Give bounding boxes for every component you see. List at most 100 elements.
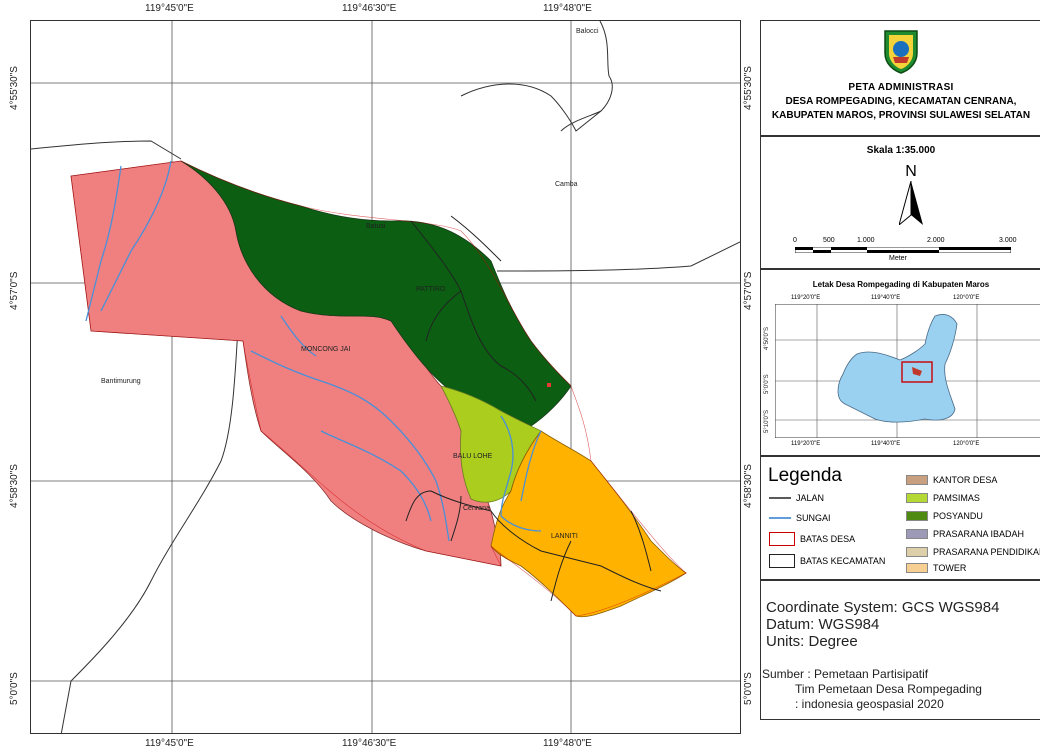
source-line-3: : indonesia geospasial 2020 (795, 697, 944, 711)
inset-title: Letak Desa Rompegading di Kabupaten Maro… (812, 280, 990, 289)
legend-panel: Legenda JALAN SUNGAI BATAS DESA BATAS KE… (760, 456, 1040, 580)
legend-kantor-desa-label: KANTOR DESA (933, 475, 998, 485)
swatch-prasarana-pendidikan (906, 547, 928, 557)
legend-jalan-label: JALAN (796, 493, 825, 503)
swatch-posyandu (906, 511, 928, 521)
inset-village-locator[interactable] (901, 361, 933, 383)
coordinate-system: Coordinate System: GCS WGS984 (766, 599, 1000, 616)
label-pattiro: PATTIRO (416, 286, 446, 293)
scale-tick-2000: 2.000 (927, 237, 945, 244)
right-tick-2: 4°57'0"S (743, 271, 754, 310)
inset-left-tick-3: 5°10'0"S (764, 409, 770, 433)
legend-batas-kecamatan: BATAS KECAMATAN (769, 554, 885, 568)
left-tick-4: 5°0'0"S (9, 672, 20, 705)
inset-bottom-tick-3: 120°0'0"E (953, 441, 980, 447)
right-tick-1: 4°55'30"S (743, 66, 754, 110)
inset-top-tick-1: 119°20'0"E (791, 295, 821, 301)
swatch-pamsimas (906, 493, 928, 503)
inset-maros-regency[interactable] (837, 314, 958, 423)
label-bantimurung: Bantimurung (101, 378, 141, 385)
label-camba: Camba (555, 181, 578, 188)
source-line-2: Tim Pemetaan Desa Rompegading (795, 682, 982, 696)
inset-bottom-tick-1: 119°20'0"E (791, 441, 821, 447)
scale-tick-0: 0 (793, 237, 797, 244)
bottom-tick-1: 119°45'0"E (145, 738, 194, 749)
legend-prasarana-ibadah-label: PRASARANA IBADAH (933, 529, 1025, 539)
legend-tower-label: TOWER (933, 563, 967, 573)
title-line-3: KABUPATEN MAROS, PROVINSI SULAWESI SELAT… (771, 110, 1031, 121)
village-pattiro[interactable] (180, 160, 572, 427)
right-tick-4: 5°0'0"S (743, 672, 754, 705)
road-line-icon (769, 497, 791, 499)
map-frame: Balocci Camba Bantimurung MONCONG JAI PA… (30, 20, 741, 734)
legend-batas-desa: BATAS DESA (769, 532, 855, 546)
source-line-1: Sumber : Pemetaan Partisipatif (762, 667, 929, 681)
left-tick-3: 4°58'30"S (9, 464, 20, 508)
top-tick-1: 119°45'0"E (145, 3, 194, 14)
bottom-tick-3: 119°48'0"E (543, 738, 592, 749)
legend-tower: TOWER (906, 563, 966, 573)
roads (405, 215, 662, 602)
title-panel: PETA ADMINISTRASI DESA ROMPEGADING, KECA… (760, 20, 1040, 136)
maros-emblem-logo (884, 30, 918, 74)
legend-pamsimas-label: PAMSIMAS (933, 493, 980, 503)
label-moncong-jai: MONCONG JAI (301, 346, 350, 353)
top-tick-3: 119°48'0"E (543, 3, 592, 14)
district-lines (31, 21, 740, 733)
scale-label: Skala 1:35.000 (866, 145, 936, 156)
label-lanniti: LANNITI (551, 533, 578, 540)
map-canvas: Balocci Camba Bantimurung MONCONG JAI PA… (31, 21, 740, 733)
rivers (85, 160, 542, 542)
inset-panel: Letak Desa Rompegading di Kabupaten Maro… (760, 269, 1040, 456)
inset-top-tick-2: 119°40'0"E (871, 295, 901, 301)
scale-tick-3000: 3.000 (999, 237, 1017, 244)
north-label: N (905, 163, 917, 180)
legend-sungai-label: SUNGAI (796, 513, 831, 523)
legend-prasarana-ibadah: PRASARANA IBADAH (906, 529, 1024, 539)
inset-left-tick-1: 4°50'0"S (764, 326, 770, 350)
label-batusi: Batusi (366, 223, 386, 230)
legend-kantor-desa: KANTOR DESA (906, 475, 997, 485)
river-line-icon (769, 517, 791, 519)
title-line-1: PETA ADMINISTRASI (848, 82, 954, 93)
scale-tick-500: 500 (823, 237, 835, 244)
legend-posyandu-label: POSYANDU (933, 511, 983, 521)
north-arrow-icon (899, 181, 923, 225)
district-boundary-swatch (769, 554, 795, 568)
label-balocci: Balocci (576, 28, 599, 35)
poi-marker[interactable] (547, 383, 551, 387)
village-boundary-swatch (769, 532, 795, 546)
legend-sungai: SUNGAI (769, 513, 831, 523)
right-tick-3: 4°58'30"S (743, 464, 754, 508)
label-cenrana: Cenrana (463, 505, 490, 512)
legend-title: Legenda (768, 465, 842, 486)
left-tick-2: 4°57'0"S (9, 271, 20, 310)
info-panel: Coordinate System: GCS WGS984 Datum: WGS… (760, 580, 1040, 720)
inset-village-shape (912, 367, 922, 376)
left-tick-1: 4°55'30"S (9, 66, 20, 110)
legend-prasarana-pendidikan: PRASARANA PENDIDIKAN (906, 547, 1040, 557)
swatch-prasarana-ibadah (906, 529, 928, 539)
legend-pamsimas: PAMSIMAS (906, 493, 980, 503)
swatch-tower (906, 563, 928, 573)
title-line-2: DESA ROMPEGADING, KECAMATAN CENRANA, (785, 96, 1017, 107)
inset-left-tick-2: 5°0'0"S (764, 374, 770, 394)
legend-prasarana-pendidikan-label: PRASARANA PENDIDIKAN (933, 547, 1040, 557)
swatch-kantor-desa (906, 475, 928, 485)
inset-top-tick-3: 120°0'0"E (953, 295, 980, 301)
batas-desa-outline (70, 160, 687, 617)
scale-unit: Meter (889, 255, 907, 262)
units: Units: Degree (766, 633, 858, 650)
legend-posyandu: POSYANDU (906, 511, 983, 521)
label-balu-lohe: BALU LOHE (453, 453, 493, 460)
datum: Datum: WGS984 (766, 616, 880, 633)
legend-batas-kecamatan-label: BATAS KECAMATAN (800, 556, 886, 566)
scale-tick-1000: 1.000 (857, 237, 875, 244)
inset-bottom-tick-2: 119°40'0"E (871, 441, 901, 447)
top-tick-2: 119°46'30"E (342, 3, 397, 14)
inset-map (775, 304, 1040, 438)
legend-batas-desa-label: BATAS DESA (800, 534, 856, 544)
legend-jalan: JALAN (769, 493, 824, 503)
bottom-tick-2: 119°46'30"E (342, 738, 397, 749)
scale-bar (795, 247, 1011, 253)
